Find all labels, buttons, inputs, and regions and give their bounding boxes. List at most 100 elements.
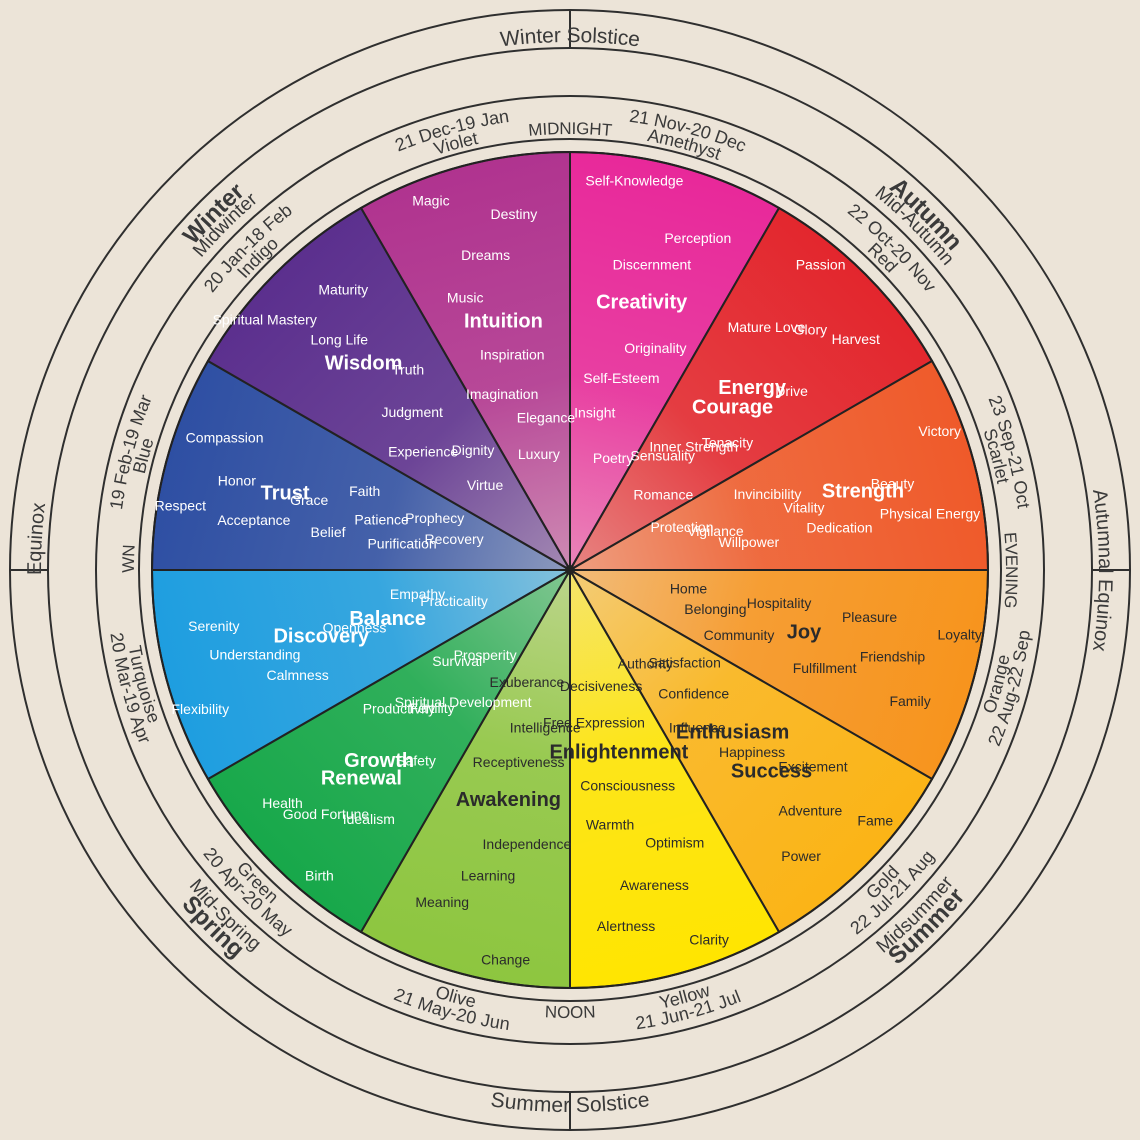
keyword-orange-4: Fulfillment <box>793 660 857 676</box>
keyword-yellow-5: Consciousness <box>580 778 675 794</box>
keyword-green-1: Health <box>262 795 302 811</box>
keyword-amethyst-2: Discernment <box>613 256 692 272</box>
keyword-gold-0: Fame <box>857 813 893 829</box>
keyword-yellow-1: Alertness <box>597 918 655 934</box>
keyword-gold-2: Adventure <box>778 802 842 818</box>
keyword-violet-1: Destiny <box>491 206 538 222</box>
keyword-turquoise-2: Understanding <box>209 646 300 662</box>
keyword-blue-8: Patience <box>354 512 409 528</box>
keyword-yellow-0: Clarity <box>689 932 729 948</box>
keyword-blue-10: Prophecy <box>405 510 464 526</box>
keyword-main-orange-5: Joy <box>787 622 822 644</box>
keyword-amethyst-1: Perception <box>664 230 731 246</box>
keyword-violet-3: Music <box>447 290 484 306</box>
keyword-olive-6: Intelligence <box>510 719 581 735</box>
keyword-red-7: Tenacity <box>702 435 753 451</box>
keyword-scarlet-5: Vitality <box>784 499 825 515</box>
keyword-main-amethyst-3: Creativity <box>596 291 688 313</box>
keyword-orange-3: Pleasure <box>842 609 897 625</box>
keyword-gold-10: Authority <box>618 655 673 671</box>
keyword-blue-2: Honor <box>218 473 256 489</box>
keyword-violet-6: Imagination <box>466 386 538 402</box>
center-point <box>565 565 575 575</box>
keyword-main-red-6: Courage <box>692 396 773 418</box>
keyword-turquoise-7: Empathy <box>390 586 445 602</box>
keyword-indigo-4: Truth <box>392 362 424 378</box>
keyword-yellow-8: Decisiveness <box>560 678 642 694</box>
keyword-main-gold-6: Enthusiasm <box>676 722 789 744</box>
keyword-violet-5: Inspiration <box>480 347 545 363</box>
keyword-main-red-5: Energy <box>718 377 787 399</box>
keyword-blue-6: Belief <box>310 524 345 540</box>
keyword-yellow-7: Free Expression <box>543 715 645 731</box>
keyword-red-4: Drive <box>775 383 808 399</box>
winter-solstice-label: Winter Solstice <box>499 23 641 51</box>
keyword-main-turquoise-6: Balance <box>349 608 426 630</box>
keyword-gold-1: Power <box>781 848 821 864</box>
keyword-green-0: Birth <box>305 867 334 883</box>
keyword-green-11: Prosperity <box>454 647 517 663</box>
keyword-amethyst-6: Insight <box>574 405 615 421</box>
keyword-indigo-2: Long Life <box>310 331 368 347</box>
keyword-olive-5: Receptiveness <box>473 754 565 770</box>
keyword-turquoise-1: Serenity <box>188 618 239 634</box>
keyword-gold-8: Confidence <box>658 686 729 702</box>
keyword-main-yellow-6: Enlightenment <box>549 741 688 763</box>
keyword-red-10: Romance <box>633 487 693 503</box>
keyword-yellow-2: Awareness <box>620 877 689 893</box>
keyword-main-olive-4: Awakening <box>456 789 561 811</box>
keyword-blue-0: Respect <box>155 498 206 514</box>
keyword-green-10: Survival <box>432 653 482 669</box>
keyword-main-scarlet-3: Strength <box>822 481 904 503</box>
keyword-violet-0: Magic <box>412 192 449 208</box>
keyword-olive-2: Learning <box>461 868 516 884</box>
keyword-scarlet-2: Beauty <box>871 476 915 492</box>
keyword-red-8: Inner Strength <box>649 438 738 454</box>
time-noon: NOON <box>544 1002 595 1022</box>
keyword-main-turquoise-4: Discovery <box>273 626 369 648</box>
keyword-indigo-6: Experience <box>388 443 458 459</box>
keyword-red-9: Sensuality <box>630 447 695 463</box>
keyword-indigo-0: Spiritual Mastery <box>213 311 317 327</box>
keyword-scarlet-6: Invincibility <box>734 486 802 502</box>
keyword-blue-1: Compassion <box>186 429 264 445</box>
keyword-violet-7: Elegance <box>517 410 576 426</box>
keyword-amethyst-0: Self-Knowledge <box>585 172 683 188</box>
keyword-blue-5: Grace <box>290 492 328 508</box>
keyword-scarlet-8: Vigilance <box>687 523 744 539</box>
keyword-green-6: Safety <box>396 753 436 769</box>
keyword-violet-2: Dreams <box>461 247 510 263</box>
keyword-indigo-5: Judgment <box>381 404 443 420</box>
keyword-gold-5: Happiness <box>719 744 785 760</box>
keyword-scarlet-7: Willpower <box>719 534 780 550</box>
keyword-gold-7: Influence <box>669 720 726 736</box>
keyword-orange-1: Family <box>889 693 930 709</box>
keyword-main-green-5: Growth <box>344 750 414 772</box>
keyword-indigo-1: Maturity <box>318 282 368 298</box>
keyword-red-0: Passion <box>796 257 846 273</box>
keyword-olive-0: Change <box>481 952 530 968</box>
keyword-olive-1: Meaning <box>415 894 469 910</box>
keyword-orange-0: Loyalty <box>938 626 982 642</box>
keyword-orange-8: Belonging <box>684 601 746 617</box>
keyword-yellow-3: Optimism <box>645 834 704 850</box>
keyword-orange-9: Home <box>670 581 708 597</box>
keyword-main-blue-4: Trust <box>261 483 310 505</box>
keyword-yellow-4: Warmth <box>586 816 634 832</box>
keyword-orange-2: Friendship <box>860 648 926 664</box>
keyword-red-1: Harvest <box>832 331 880 347</box>
keyword-main-violet-4: Intuition <box>464 310 543 332</box>
keyword-green-2: Good Fortune <box>283 806 370 822</box>
time-midnight: MIDNIGHT <box>528 118 613 139</box>
vernal-equinox-label: Vernal Equinox <box>0 0 50 575</box>
ring-circle-1 <box>138 138 1002 1002</box>
keyword-main-gold-4: Success <box>731 761 812 783</box>
wheel-border <box>151 151 989 989</box>
keyword-olive-7: Exuberance <box>490 674 565 690</box>
keyword-gold-3: Excitement <box>778 759 847 775</box>
keyword-blue-3: Acceptance <box>217 512 290 528</box>
keyword-turquoise-5: Openness <box>323 620 387 636</box>
keyword-turquoise-8: Practicality <box>420 593 488 609</box>
keyword-blue-11: Recovery <box>425 531 484 547</box>
